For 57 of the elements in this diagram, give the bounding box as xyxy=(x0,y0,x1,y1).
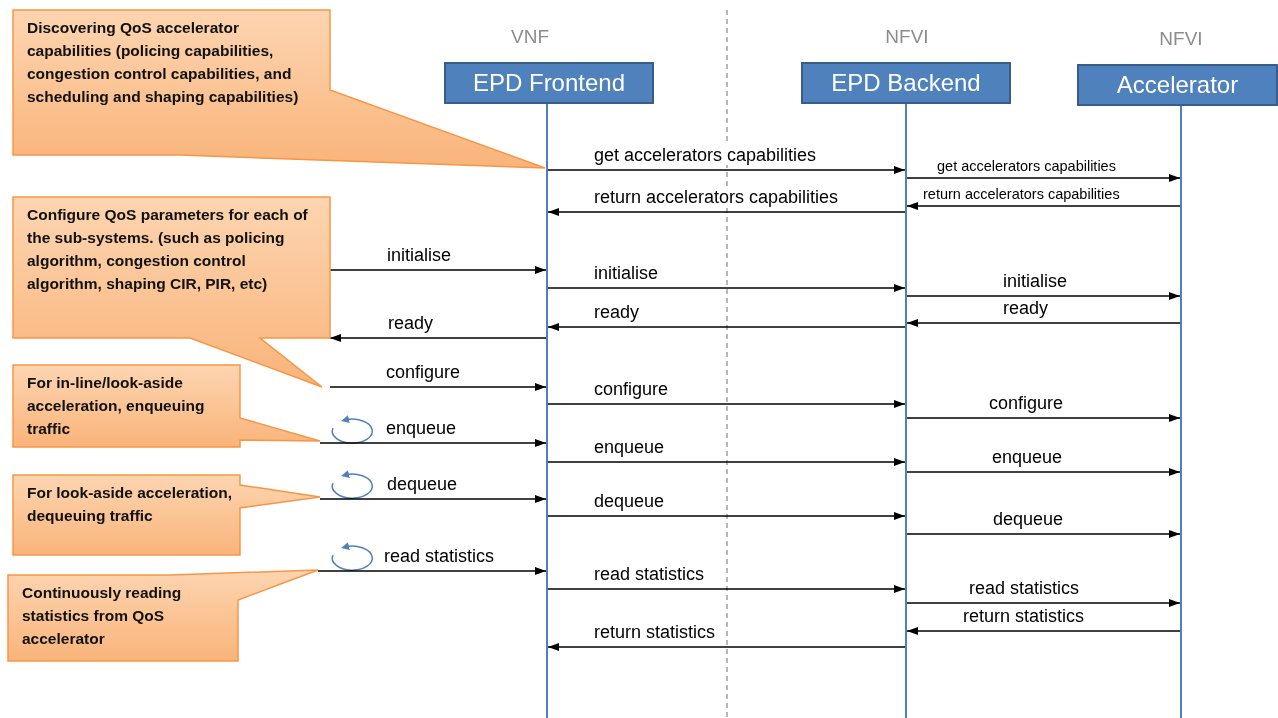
callout-shape xyxy=(13,197,330,387)
message-arrow xyxy=(329,334,547,342)
callout-text: Continuously reading statistics from QoS accelerator xyxy=(21,583,183,649)
participant-name: EPD Backend xyxy=(831,69,981,97)
message-arrow xyxy=(329,383,547,391)
callout-shape xyxy=(8,570,318,661)
message-arrow xyxy=(547,166,906,174)
message-arrow xyxy=(547,400,906,408)
message-label: dequeue xyxy=(386,474,459,494)
message-arrow xyxy=(906,627,1181,635)
message-label: return accelerators capabilities xyxy=(922,186,1121,202)
message-arrow xyxy=(906,599,1181,607)
message-arrow xyxy=(547,323,906,331)
role-label: VNF xyxy=(510,26,550,48)
message-arrow xyxy=(547,585,906,593)
role-label: NFVI xyxy=(1158,28,1204,50)
message-arrow xyxy=(547,512,906,520)
message-arrow xyxy=(319,439,547,447)
lifeline xyxy=(546,104,548,718)
callout-shape xyxy=(13,475,320,555)
participant-box xyxy=(1077,64,1278,106)
message-label: dequeue xyxy=(593,491,666,511)
message-arrow xyxy=(547,284,906,292)
participant-box xyxy=(801,62,1011,104)
message-arrow xyxy=(906,468,1181,476)
message-arrow xyxy=(319,495,547,503)
message-arrow xyxy=(317,567,547,575)
message-arrow xyxy=(906,414,1181,422)
message-label: get accelerators capabilities xyxy=(593,145,818,165)
callout-text: Configure QoS parameters for each of the sub-systems. (such as policing algorithm, congestion control algorithm, shaping CIR, PIR, etc) xyxy=(26,205,309,294)
callout-text: Discovering QoS accelerator capabilities (policing capabilities, congestion control capabilities, and scheduling and shaping capabilities) xyxy=(26,18,300,107)
participant-name: EPD Frontend xyxy=(472,69,626,97)
message-label: get accelerators capabilities xyxy=(936,158,1117,174)
message-arrow xyxy=(547,458,906,466)
message-label: configure xyxy=(385,362,462,382)
message-arrow xyxy=(547,208,906,216)
message-arrow xyxy=(547,643,906,651)
message-label: ready xyxy=(1002,298,1050,318)
message-label: ready xyxy=(387,313,435,333)
callout-text: For in-line/look-aside acceleration, enqueuing traffic xyxy=(26,373,206,439)
participant-name: Accelerator xyxy=(1116,71,1239,99)
lifeline xyxy=(905,104,907,718)
role-label: NFVI xyxy=(884,26,930,48)
message-arrow xyxy=(906,174,1181,182)
participant-box xyxy=(444,62,654,104)
callout-text: For look-aside acceleration, dequeuing traffic xyxy=(26,483,233,526)
message-label: configure xyxy=(988,393,1065,413)
message-arrow xyxy=(906,319,1181,327)
message-arrow xyxy=(906,530,1181,538)
message-label: ready xyxy=(593,302,641,322)
message-label: dequeue xyxy=(992,509,1065,529)
callout-shape xyxy=(13,365,320,447)
message-arrow xyxy=(906,202,1181,210)
message-label: configure xyxy=(593,379,670,399)
message-arrow xyxy=(906,292,1181,300)
lifeline xyxy=(1180,106,1182,718)
message-label: return accelerators capabilities xyxy=(593,187,840,207)
